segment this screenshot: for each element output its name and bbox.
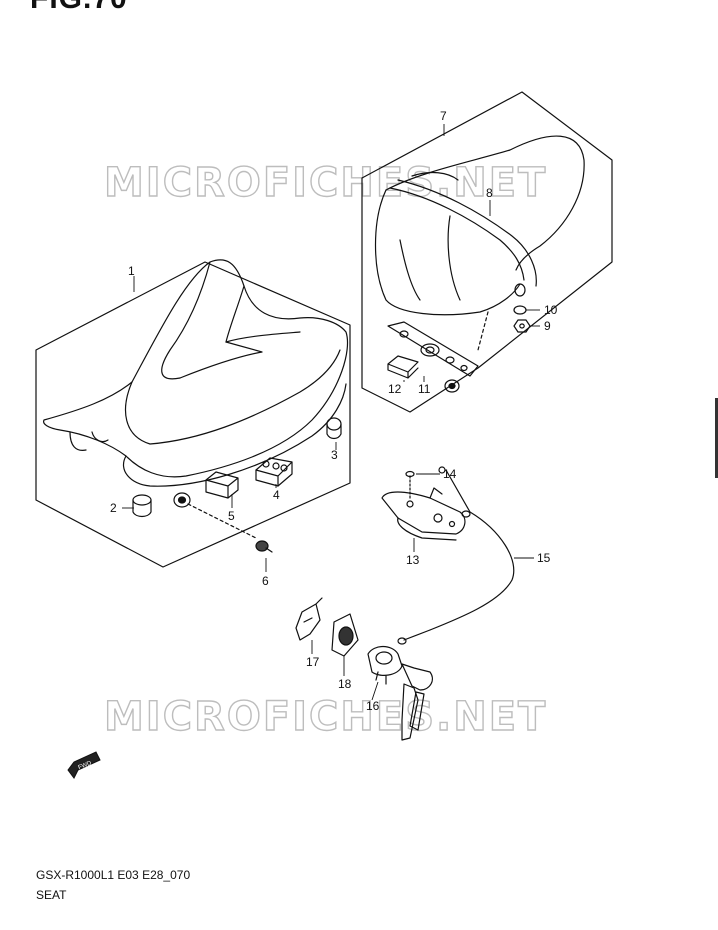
callout-13: 13	[406, 553, 420, 567]
callout-4: 4	[273, 488, 280, 502]
callout-10: 10	[544, 303, 558, 317]
leader-lines	[122, 124, 540, 701]
diagram-code: GSX-R1000L1 E03 E28_070	[36, 868, 191, 882]
callout-9: 9	[544, 319, 551, 333]
callout-8: 8	[486, 186, 493, 200]
small-pad-drawing	[387, 355, 419, 379]
pillion-group-frame	[361, 91, 613, 413]
page-edge-mark	[715, 398, 718, 478]
fwd-arrow-icon: FWD	[67, 751, 101, 779]
fwd-label: FWD	[78, 760, 94, 771]
bracket-drawing	[387, 311, 489, 377]
callout-18: 18	[338, 677, 352, 691]
watermark-top: MICROFICHES.NET	[104, 160, 547, 206]
seat-lock-drawing	[367, 645, 433, 741]
callout-2: 2	[110, 501, 117, 515]
grommet-2-drawing	[444, 379, 460, 393]
callout-16: 16	[366, 699, 380, 713]
watermark-bottom: MICROFICHES.NET	[104, 694, 547, 740]
callout-6: 6	[262, 574, 269, 588]
callout-12: 12	[388, 382, 402, 396]
callout-14: 14	[443, 467, 457, 481]
callout-3: 3	[331, 448, 338, 462]
callout-15: 15	[537, 551, 551, 565]
callout-1: 1	[128, 264, 135, 278]
seat-cowl-drawing	[374, 135, 585, 316]
bolt-drawing	[187, 503, 273, 553]
figure-title: FIG.70	[30, 0, 128, 16]
callout-7: 7	[440, 109, 447, 123]
lock-cover-drawing	[331, 613, 359, 657]
seat-bumper-drawing	[326, 417, 342, 440]
fastener-block-drawing	[255, 457, 293, 487]
seat-cable-drawing	[397, 466, 515, 645]
pad-drawing	[205, 471, 239, 499]
rubber-cushion-drawing	[132, 494, 152, 518]
cable-clamp-drawing	[295, 597, 323, 641]
rider-seat-drawing	[43, 259, 349, 487]
grommet-drawing	[173, 492, 191, 508]
screw-drawing	[405, 470, 415, 501]
seat-latch-drawing	[381, 487, 471, 541]
seat-group-frame	[35, 261, 351, 568]
callout-11: 11	[418, 382, 431, 396]
diagram-name: SEAT	[36, 888, 67, 902]
callout-17: 17	[306, 655, 320, 669]
callout-5: 5	[228, 509, 235, 523]
